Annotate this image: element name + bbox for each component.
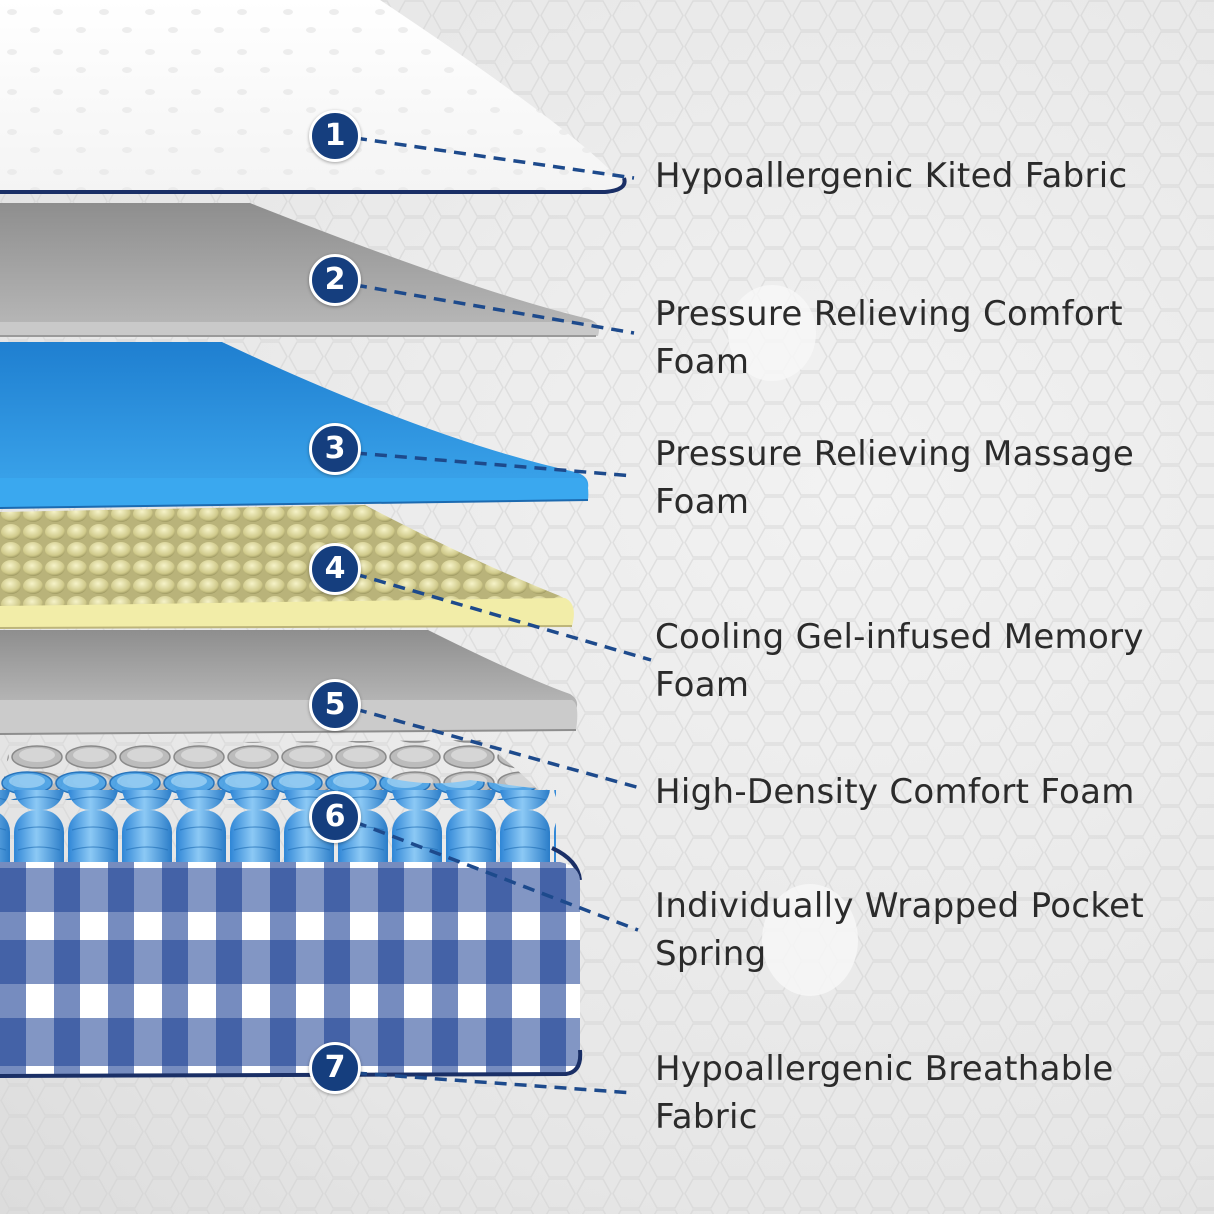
layer-4-label: Cooling Gel-infused Memory Foam xyxy=(655,617,1144,705)
layer-1-badge: 1 xyxy=(309,110,361,162)
leader-line-2 xyxy=(354,283,635,335)
layer-4-memory-foam xyxy=(0,505,574,629)
layer-6-pocket-springs xyxy=(0,740,582,881)
layer-3-badge: 3 xyxy=(309,423,361,475)
layer-1-label: Hypoallergenic Kited Fabric xyxy=(655,156,1128,196)
layer-4-badge: 4 xyxy=(309,543,361,595)
layer-5-grey-foam xyxy=(0,630,578,735)
layer-7-label: Hypoallergenic Breathable Fabric xyxy=(655,1049,1114,1137)
layer-7-bottom-fabric xyxy=(0,862,580,1074)
quilt-dimple xyxy=(762,884,858,996)
layer-6-label: Individually Wrapped Pocket Spring xyxy=(655,886,1144,974)
leader-line-3 xyxy=(354,451,635,478)
quilt-dimple xyxy=(728,285,816,381)
bottom-piping xyxy=(0,1049,583,1078)
leader-line-6 xyxy=(354,820,639,932)
leader-line-4 xyxy=(354,572,652,662)
layer-3-label: Pressure Relieving Massage Foam xyxy=(655,434,1135,522)
leader-line-1 xyxy=(354,136,635,180)
layer-2-badge: 2 xyxy=(309,254,361,306)
layer-5-badge: 5 xyxy=(309,679,361,731)
layer-2-grey-foam xyxy=(0,203,599,337)
layer-5-label: High-Density Comfort Foam xyxy=(655,772,1135,812)
layer-7-badge: 7 xyxy=(309,1042,361,1094)
layer-6-badge: 6 xyxy=(309,791,361,843)
layer-3-blue-foam xyxy=(0,342,589,509)
leader-line-7 xyxy=(354,1071,635,1095)
leader-line-5 xyxy=(354,707,641,790)
layer-2-label: Pressure Relieving Comfort Foam xyxy=(655,294,1123,382)
layer-1-top-fabric xyxy=(0,0,627,194)
